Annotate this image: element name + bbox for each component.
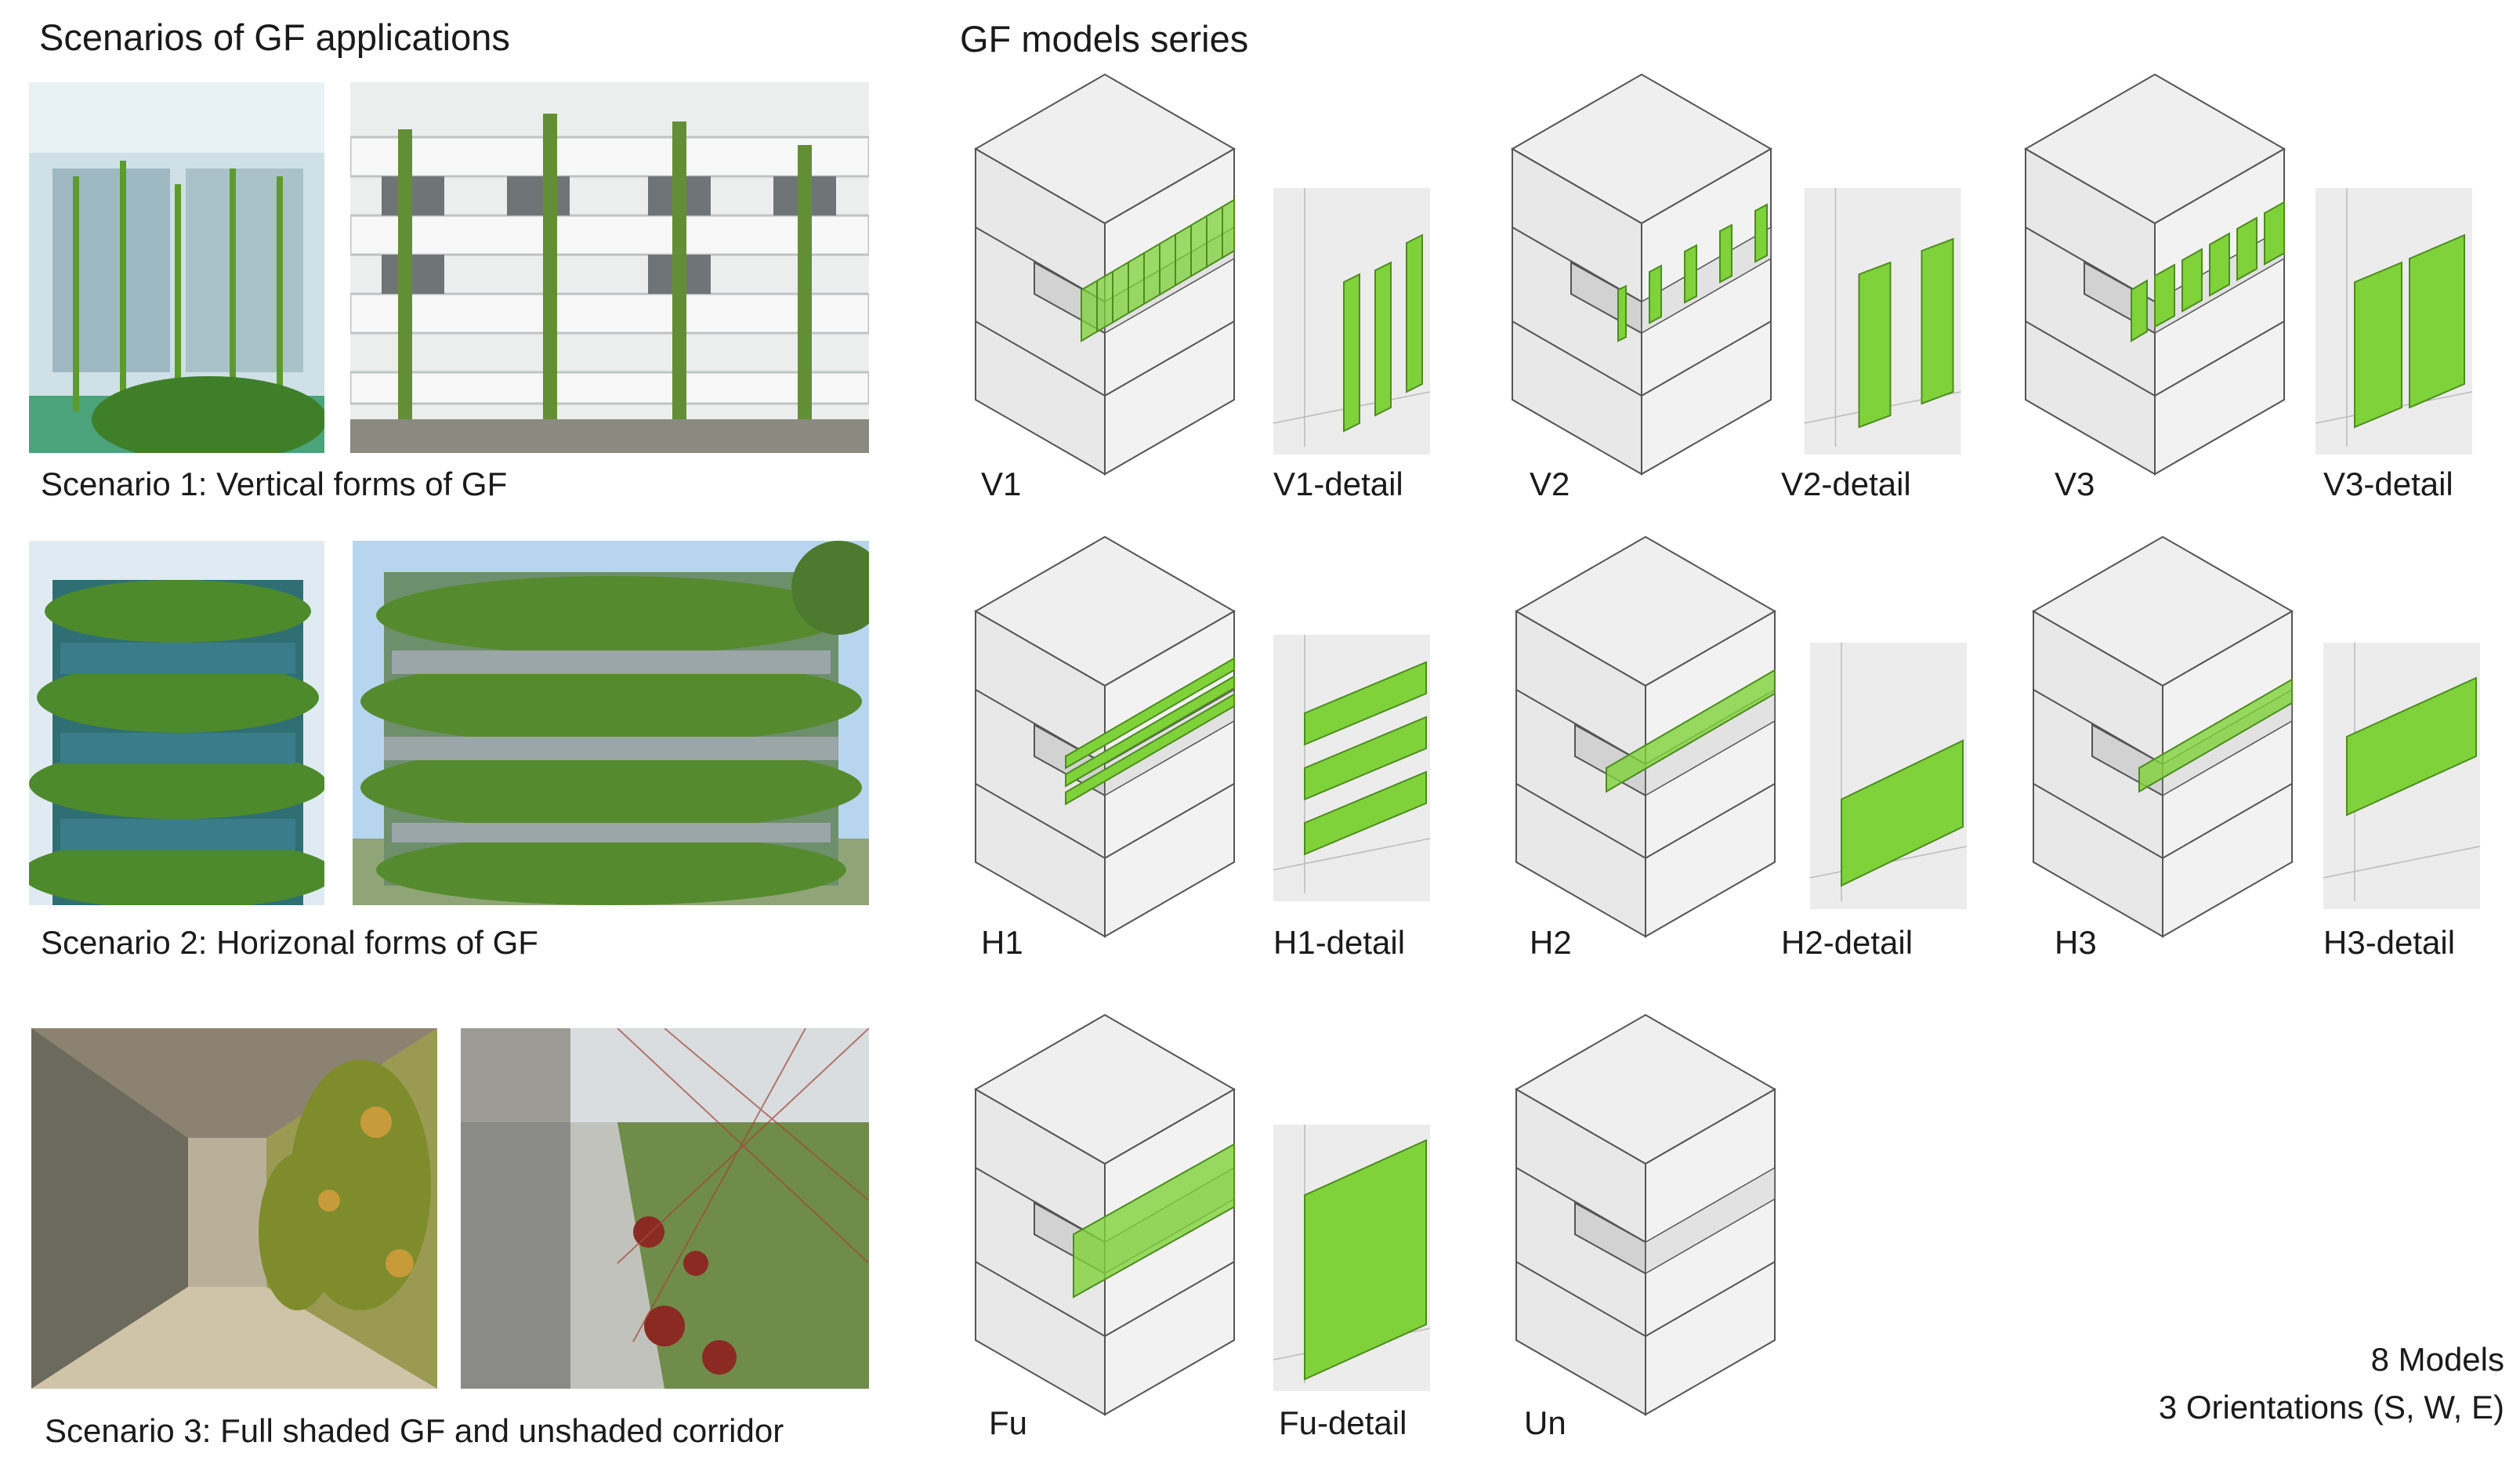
scenarios-heading: Scenarios of GF applications <box>39 16 510 58</box>
model-h2-label: H2 <box>1530 924 1572 961</box>
scenario1-caption: Scenario 1: Vertical forms of GF <box>41 466 508 502</box>
models-count: 8 Models <box>2370 1341 2504 1378</box>
model-fu-drawing <box>972 1011 1238 1418</box>
model-h3-detail-drawing <box>2323 643 2480 909</box>
model-fu-detail-label: Fu-detail <box>1279 1404 1407 1441</box>
model-h1-detail-drawing <box>1273 631 1430 905</box>
scenario3-photo-left <box>31 1028 437 1389</box>
scenario2-photo-left <box>29 541 324 905</box>
model-v2-detail-label: V2-detail <box>1781 466 1911 502</box>
model-h2-detail-drawing <box>1810 643 1967 909</box>
model-v3-detail-drawing <box>2315 188 2472 455</box>
scenario1-photo-right <box>350 82 869 453</box>
model-h2-detail-label: H2-detail <box>1781 924 1914 961</box>
model-v2-drawing <box>1508 71 1775 478</box>
summary-block: 8 Models 3 Orientations (S, W, E) <box>2159 1336 2504 1432</box>
model-v3-detail-label: V3-detail <box>2323 466 2453 502</box>
model-v3-label: V3 <box>2055 466 2095 502</box>
model-un-drawing <box>1512 1011 1779 1418</box>
model-h3-label: H3 <box>2055 924 2097 961</box>
model-h3-detail-label: H3-detail <box>2323 924 2456 961</box>
scenario1-photo-left <box>29 82 324 453</box>
model-v1-drawing <box>972 71 1238 478</box>
model-h1-detail-label: H1-detail <box>1273 924 1406 961</box>
orientations: 3 Orientations (S, W, E) <box>2158 1388 2504 1426</box>
models-heading: GF models series <box>960 18 1249 60</box>
model-v1-detail-drawing <box>1273 188 1430 455</box>
model-h1-label: H1 <box>981 924 1023 961</box>
scenario2-caption: Scenario 2: Horizonal forms of GF <box>41 924 538 961</box>
model-v2-label: V2 <box>1530 466 1570 502</box>
model-fu-label: Fu <box>989 1404 1028 1441</box>
model-h2-drawing <box>1512 533 1779 940</box>
model-v1-label: V1 <box>981 466 1022 502</box>
model-fu-detail-drawing <box>1273 1121 1430 1395</box>
model-v2-detail-drawing <box>1802 188 1963 455</box>
model-un-label: Un <box>1524 1404 1566 1441</box>
model-v3-drawing <box>2022 71 2288 478</box>
model-h1-drawing <box>972 533 1238 940</box>
scenario3-photo-right <box>461 1028 869 1389</box>
model-v1-detail-label: V1-detail <box>1273 466 1403 502</box>
scenario2-photo-right <box>353 541 869 905</box>
model-h3-drawing <box>2029 533 2296 940</box>
scenario3-caption: Scenario 3: Full shaded GF and unshaded … <box>45 1412 784 1449</box>
